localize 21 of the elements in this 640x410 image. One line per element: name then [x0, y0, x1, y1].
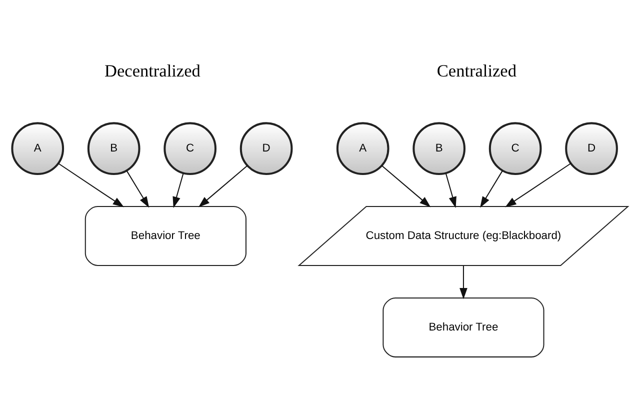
- node-circle: D: [240, 122, 293, 175]
- arrow: [172, 172, 184, 208]
- node-circle: D: [565, 122, 618, 175]
- node-circle: C: [164, 122, 216, 175]
- arrow: [505, 162, 571, 207]
- node-circle: C: [488, 122, 542, 175]
- arrow: [480, 170, 503, 208]
- arrow: [58, 162, 124, 207]
- node-circle: B: [87, 122, 140, 175]
- arrow: [126, 170, 150, 208]
- arrow: [460, 265, 468, 299]
- node-circle: A: [11, 122, 64, 175]
- label: Centralized: [436, 61, 516, 80]
- label: Decentralized: [104, 61, 200, 80]
- arrow: [198, 164, 248, 207]
- node-box: Behavior Tree: [382, 296, 544, 357]
- node-circle: A: [336, 122, 390, 175]
- node-circle: B: [412, 122, 466, 175]
- node-box: Behavior Tree: [84, 206, 246, 266]
- arrow: [381, 164, 431, 207]
- arrow: [445, 172, 456, 208]
